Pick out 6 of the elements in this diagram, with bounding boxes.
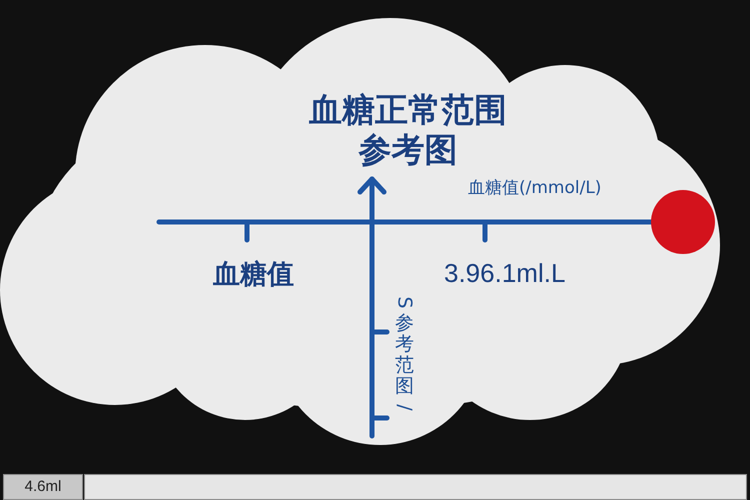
table-cell: 4.6ml [3, 474, 83, 500]
axis-label: S参考范图/ [394, 295, 415, 413]
value-label: 血糖值 [213, 260, 294, 290]
heading: 血糖正常范围参考图 [308, 90, 508, 170]
axis-label: 血糖值(/mmol/L) [468, 178, 602, 198]
value-label: 3.96.1ml.L [444, 258, 566, 288]
